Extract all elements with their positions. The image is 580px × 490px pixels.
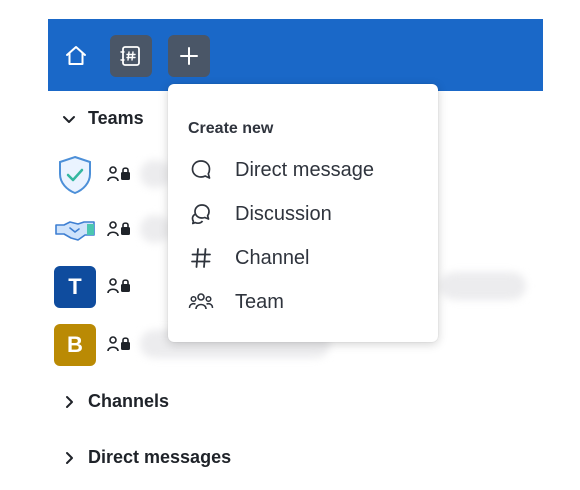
hashtag-icon — [188, 245, 214, 271]
discussion-icon — [188, 201, 214, 227]
home-button[interactable] — [55, 35, 97, 77]
team-avatar — [54, 154, 96, 196]
teams-label: Teams — [88, 108, 144, 128]
top-bar — [48, 19, 543, 91]
direct-messages-section-header[interactable]: Direct messages — [60, 447, 231, 468]
create-new-menu: Create new Direct message Discussion — [168, 84, 438, 342]
menu-item-label: Channel — [235, 246, 310, 269]
team-private-icon — [107, 336, 130, 352]
team-item[interactable]: T — [52, 264, 526, 310]
menu-title: Create new — [188, 120, 274, 137]
chevron-right-icon — [66, 395, 73, 408]
chevron-down-icon — [63, 115, 75, 123]
channels-label: Channels — [88, 391, 170, 411]
team-item[interactable] — [52, 152, 522, 198]
handshake-icon — [55, 221, 95, 241]
blurred-team-name — [140, 215, 170, 243]
direct-messages-label: Direct messages — [88, 447, 232, 467]
team-avatar: B — [54, 324, 96, 366]
create-new-button[interactable] — [168, 35, 210, 77]
team-avatar: T — [54, 266, 96, 308]
blurred-team-name — [140, 160, 170, 188]
team-icon — [188, 289, 214, 315]
home-icon — [66, 46, 86, 65]
team-private-icon — [107, 166, 130, 182]
menu-item-direct-message[interactable]: Direct message — [188, 152, 428, 188]
menu-item-discussion[interactable]: Discussion — [188, 196, 428, 232]
directory-button[interactable] — [110, 35, 152, 77]
teams-section-header[interactable]: Teams — [60, 108, 144, 129]
blurred-team-name — [440, 272, 526, 300]
channels-section-header[interactable]: Channels — [60, 391, 169, 412]
team-item[interactable] — [52, 207, 522, 253]
menu-item-label: Discussion — [235, 202, 332, 225]
shield-check-icon — [59, 155, 91, 195]
menu-item-channel[interactable]: Channel — [188, 240, 428, 276]
team-avatar — [54, 209, 96, 251]
team-private-icon — [107, 278, 130, 294]
message-bubble-icon — [188, 157, 214, 183]
team-private-icon — [107, 221, 130, 237]
chevron-right-icon — [66, 451, 73, 464]
directory-icon — [120, 46, 140, 66]
menu-item-label: Team — [235, 290, 284, 313]
menu-item-label: Direct message — [235, 158, 374, 181]
plus-icon — [180, 47, 198, 65]
menu-item-team[interactable]: Team — [188, 284, 428, 320]
